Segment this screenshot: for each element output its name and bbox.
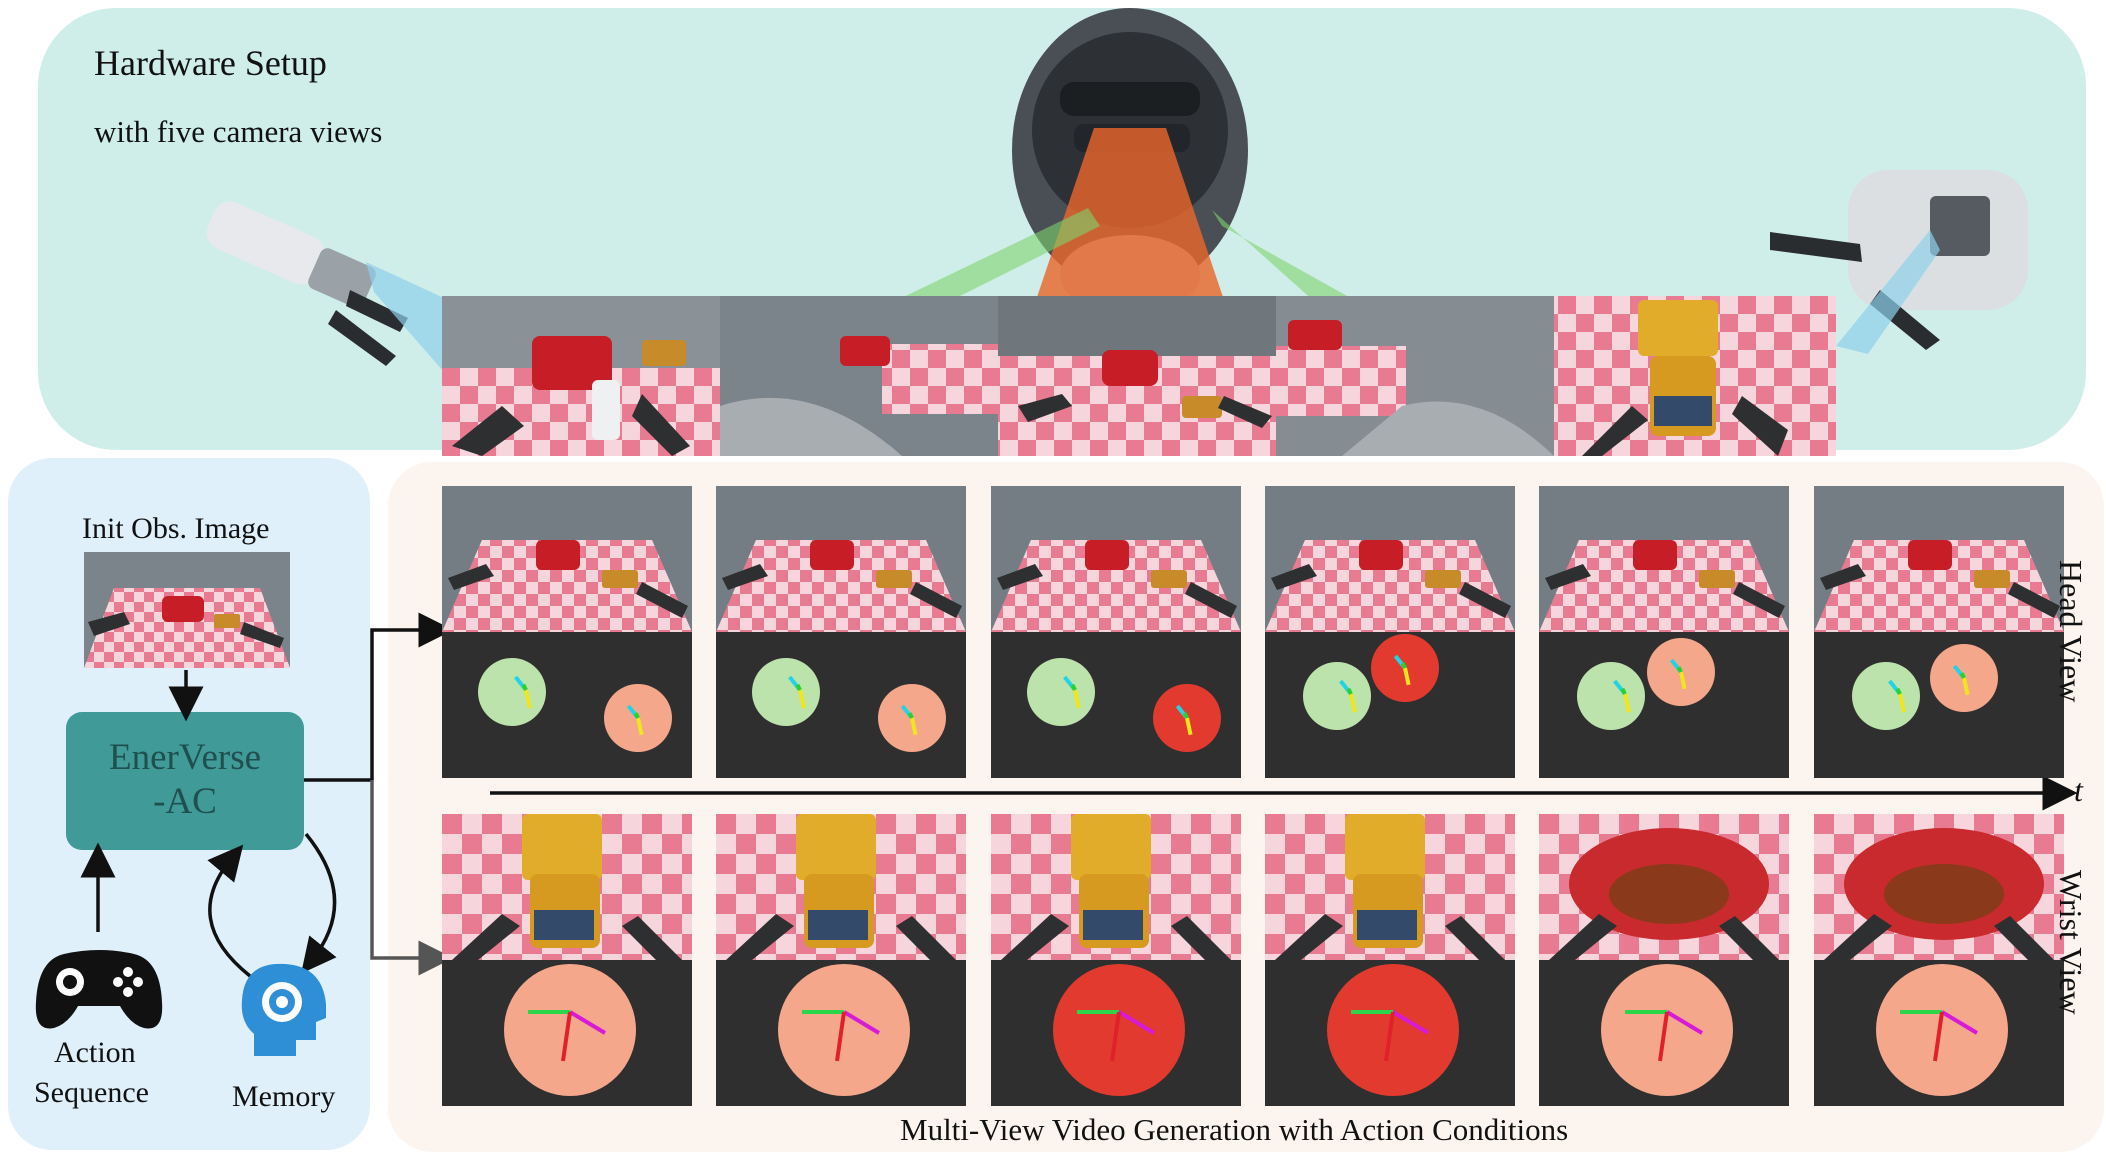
generation-caption: Multi-View Video Generation with Action …	[900, 1112, 1569, 1147]
head-view-frame-svg	[991, 486, 1241, 778]
model-label-line1: EnerVerse	[108, 737, 262, 778]
left-arrows	[80, 670, 337, 978]
head-pose-markers	[1852, 644, 1998, 730]
head-view-frame	[1814, 486, 2064, 778]
hardware-subtitle: with five camera views	[94, 114, 383, 149]
head-view-frame-svg	[1814, 486, 2064, 778]
wrist-pose-marker	[1327, 964, 1459, 1096]
time-axis-label: t	[2074, 772, 2083, 808]
right-wrist-cone	[1836, 230, 1940, 354]
head-view-frame-svg	[1265, 486, 1515, 778]
wrist-view-frame-svg	[1539, 814, 1789, 1106]
init-obs-image	[84, 552, 290, 668]
wrist-view-frame	[1265, 814, 1515, 1106]
enerverse-ac-model-box: EnerVerse -AC	[66, 712, 304, 850]
wrist-view-label: Wrist View	[2053, 870, 2089, 1015]
head-view-frame	[716, 486, 966, 778]
head-pose-markers	[1577, 638, 1715, 730]
wrist-pose-marker	[1053, 964, 1185, 1096]
memory-head-icon	[241, 963, 326, 1056]
hardware-title: Hardware Setup	[94, 43, 327, 83]
action-label-line2: Sequence	[34, 1076, 149, 1109]
action-label-line1: Action	[54, 1036, 136, 1069]
wrist-view-frame-svg	[442, 814, 692, 1106]
head-view-frame	[1539, 486, 1789, 778]
to-wrist-row-arrow	[370, 780, 454, 976]
head-view-frame	[442, 486, 692, 778]
model-label-line2: -AC	[153, 781, 217, 822]
wrist-view-frame	[1814, 814, 2064, 1106]
left-wrist-cone	[366, 262, 444, 372]
init-obs-label: Init Obs. Image	[82, 512, 270, 545]
head-view-frame	[991, 486, 1241, 778]
head-view-label: Head View	[2053, 560, 2089, 703]
head-camera-cone	[1034, 128, 1226, 306]
model-to-memory-arrow	[301, 832, 337, 974]
head-pose-markers	[752, 658, 946, 752]
head-view-frame-svg	[1539, 486, 1789, 778]
head-pose-markers	[478, 658, 672, 752]
wrist-pose-marker	[504, 964, 636, 1096]
camera-strip-images	[442, 296, 1836, 456]
wrist-view-frame	[442, 814, 692, 1106]
head-pose-markers	[1303, 634, 1439, 730]
memory-label: Memory	[232, 1080, 336, 1113]
head-view-frame-svg	[716, 486, 966, 778]
head-pose-markers	[1027, 658, 1221, 752]
wrist-view-frame	[1539, 814, 1789, 1106]
wrist-view-frame	[991, 814, 1241, 1106]
memory-to-model-arrow	[207, 844, 252, 978]
wrist-view-frame-svg	[1814, 814, 2064, 1106]
wrist-pose-marker	[778, 964, 910, 1096]
wrist-pose-marker	[1601, 964, 1733, 1096]
wrist-view-frame	[716, 814, 966, 1106]
to-head-row-arrow	[370, 612, 454, 780]
wrist-view-frame-svg	[716, 814, 966, 1106]
gamepad-icon	[35, 950, 163, 1029]
five-camera-strip	[442, 296, 1836, 456]
gripper-left	[206, 201, 408, 366]
wrist-view-frame-svg	[991, 814, 1241, 1106]
wrist-pose-marker	[1876, 964, 2008, 1096]
head-view-frame-svg	[442, 486, 692, 778]
head-view-frame	[1265, 486, 1515, 778]
wrist-view-frame-svg	[1265, 814, 1515, 1106]
